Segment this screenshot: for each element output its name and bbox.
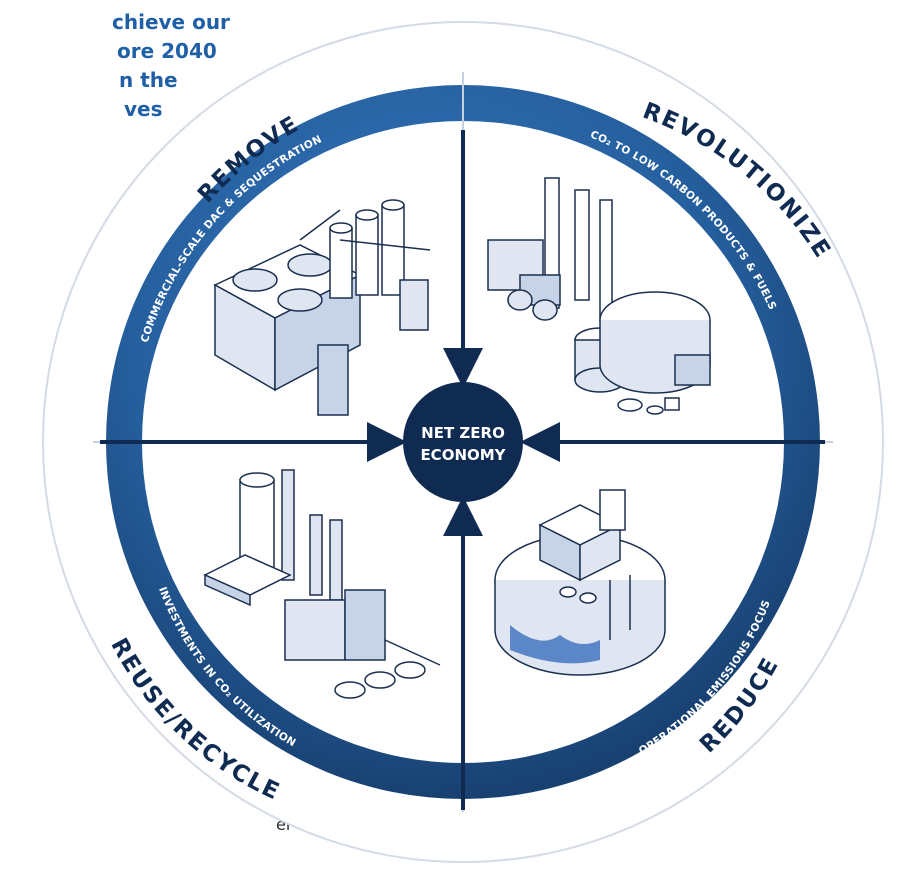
- remove-plant-illustration: [213, 199, 431, 416]
- center-label-line1: NET ZERO: [421, 424, 505, 442]
- center-badge: [403, 382, 523, 502]
- center-label-line2: ECONOMY: [420, 446, 506, 464]
- intro-heading-line: n the: [119, 68, 178, 92]
- intro-heading-line: ore 2040: [117, 39, 217, 63]
- reuse-plant-illustration: [203, 469, 441, 699]
- intro-heading-line: ves: [124, 97, 163, 121]
- reduce-platform-illustration: [494, 489, 666, 676]
- intro-heading: chieve our ore 2040 n the ves: [0, 8, 300, 124]
- intro-heading-line: chieve our: [112, 10, 230, 34]
- revolutionize-plant-illustration: [487, 177, 711, 415]
